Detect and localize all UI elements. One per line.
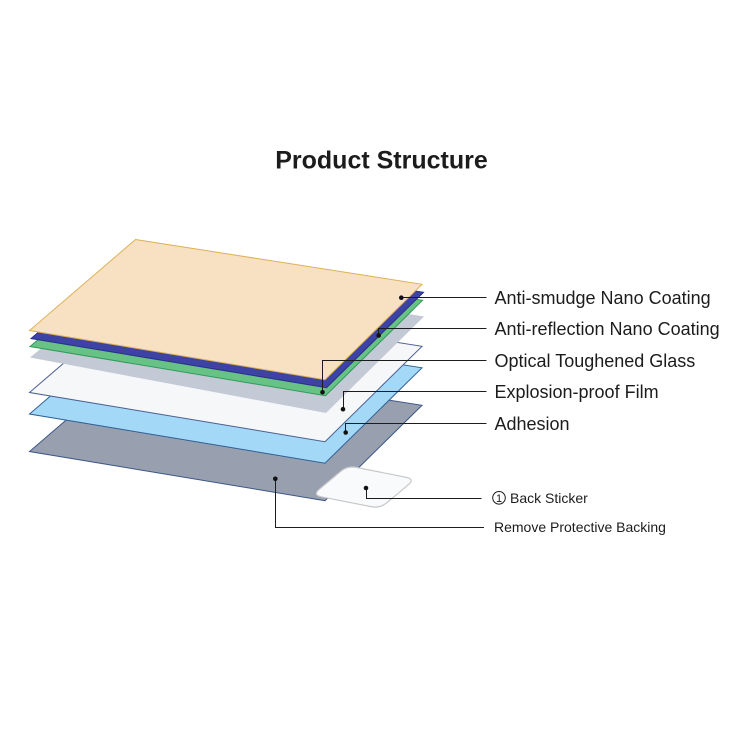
svg-text:Adhesion: Adhesion — [495, 414, 570, 434]
svg-text:Optical Toughened Glass: Optical Toughened Glass — [495, 351, 696, 371]
svg-text:Anti-smudge Nano Coating: Anti-smudge Nano Coating — [495, 288, 711, 308]
svg-text:Anti-reflection Nano Coating: Anti-reflection Nano Coating — [495, 319, 720, 339]
svg-text:1: 1 — [496, 493, 502, 505]
svg-text:Explosion-proof Film: Explosion-proof Film — [495, 382, 659, 402]
svg-text:Back Sticker: Back Sticker — [510, 490, 588, 506]
svg-text:Remove Protective Backing: Remove Protective Backing — [494, 519, 666, 535]
svg-text:Product Structure: Product Structure — [275, 147, 488, 175]
